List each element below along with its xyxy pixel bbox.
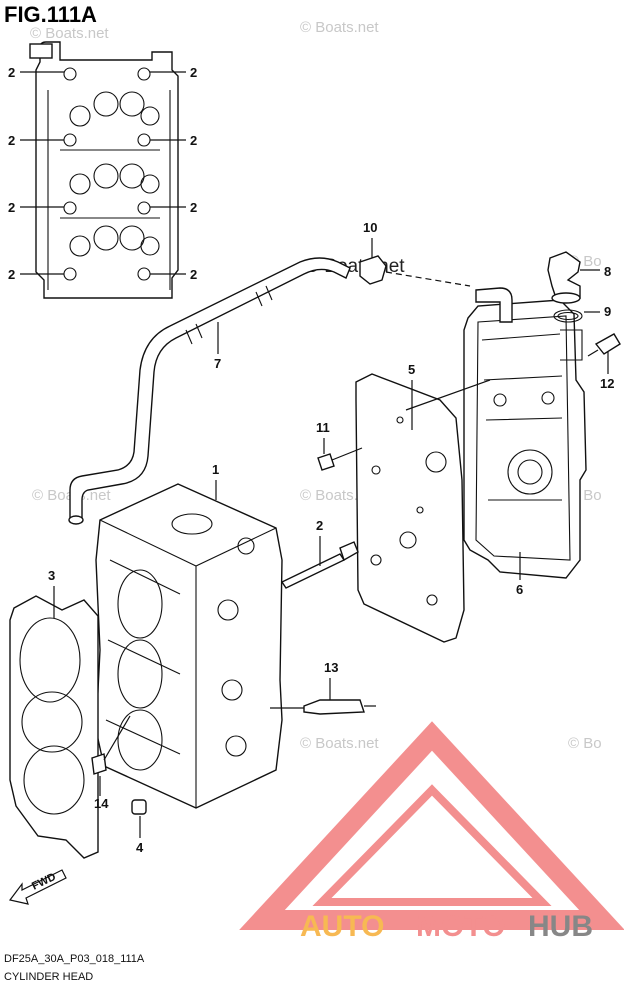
brand-moto: MOTO bbox=[416, 910, 505, 943]
o-ring-part-9: 9 bbox=[553, 304, 611, 323]
fwd-arrow-icon: FWD bbox=[8, 869, 67, 905]
callout-6: 6 bbox=[516, 582, 523, 597]
dowel-part-4: 4 bbox=[131, 799, 147, 855]
callout-2: 2 bbox=[8, 200, 15, 215]
brand-auto: AUTO bbox=[300, 910, 384, 943]
callout-1: 1 bbox=[212, 462, 219, 477]
bolt-part-12: 12 bbox=[587, 333, 621, 391]
callouts-bolt-2: 2 2 2 2 2 2 2 2 bbox=[8, 65, 197, 282]
callout-10: 10 bbox=[363, 220, 377, 235]
callout-11: 11 bbox=[316, 420, 330, 435]
callout-2: 2 bbox=[190, 267, 197, 282]
callout-3: 3 bbox=[48, 568, 55, 583]
watermark: © Boats.net bbox=[300, 19, 379, 36]
callout-14: 14 bbox=[94, 796, 109, 811]
brand-hub: HUB bbox=[528, 910, 593, 943]
callout-2: 2 bbox=[8, 133, 15, 148]
cylinder-head-top-view bbox=[29, 41, 179, 299]
footer-code: DF25A_30A_P03_018_111A bbox=[4, 953, 145, 965]
callout-12: 12 bbox=[600, 376, 614, 391]
callout-2: 2 bbox=[190, 65, 197, 80]
callout-4: 4 bbox=[136, 840, 144, 855]
hose-part-7: 7 bbox=[68, 257, 351, 525]
watermark: © Bo bbox=[568, 735, 602, 752]
bolt-part-11: 11 bbox=[316, 420, 363, 471]
callout-13: 13 bbox=[324, 660, 338, 675]
callout-5: 5 bbox=[408, 362, 415, 377]
bolt-part-2-long: 2 bbox=[280, 518, 359, 589]
callout-2: 2 bbox=[8, 267, 15, 282]
callout-2: 2 bbox=[316, 518, 323, 533]
hose-clip-part-10: 10 bbox=[359, 220, 471, 287]
callout-8: 8 bbox=[604, 264, 611, 279]
cover-part-6: 6 bbox=[463, 287, 587, 597]
automotohub-logo: AUTO MOTO HUB bbox=[239, 721, 624, 943]
cap-part-8: 8 bbox=[547, 251, 611, 304]
spark-plug-part-13: 13 bbox=[270, 660, 376, 715]
figure-title: FIG.111A bbox=[4, 2, 97, 27]
callout-2: 2 bbox=[190, 200, 197, 215]
callout-2: 2 bbox=[190, 133, 197, 148]
dowel-part-14: 14 bbox=[91, 715, 131, 811]
watermark: © Boats.net bbox=[30, 25, 109, 42]
head-gasket-part-3: 3 bbox=[9, 568, 99, 859]
callout-2: 2 bbox=[8, 65, 15, 80]
gasket-part-5: 5 bbox=[355, 362, 491, 643]
callout-7: 7 bbox=[214, 356, 221, 371]
watermark: © Boats.net bbox=[300, 735, 379, 752]
callout-9: 9 bbox=[604, 304, 611, 319]
footer-name: CYLINDER HEAD bbox=[4, 971, 93, 983]
cylinder-head-part-1: 1 bbox=[95, 462, 283, 809]
